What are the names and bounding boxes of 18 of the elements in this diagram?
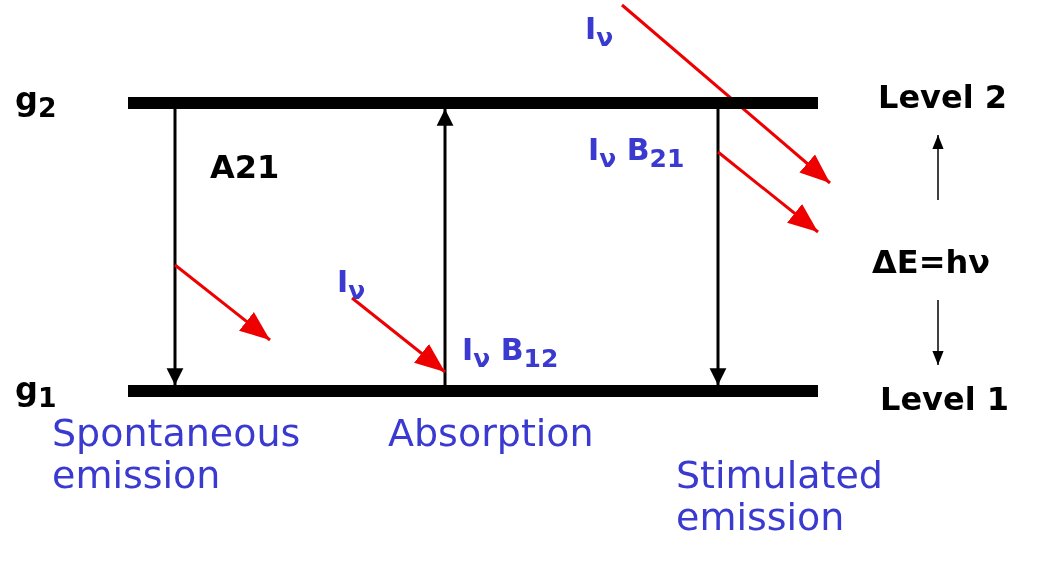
process-label: Spontaneous emission: [52, 413, 302, 497]
level-label: g$_{2}$: [15, 82, 57, 123]
energy-level-bar: [128, 385, 818, 397]
edge-label: I$_{ν}$ B$_{21}$: [588, 133, 685, 173]
process-label: Absorption: [388, 413, 594, 455]
energy-level-bar: [128, 97, 818, 109]
transition-arrow: [436, 108, 454, 385]
level-label: Level 2: [878, 80, 1008, 116]
transition-arrow: [166, 109, 184, 386]
edge-label: A21: [210, 150, 280, 186]
intensity-label: I$_{ν}$: [337, 265, 366, 305]
transition-arrow: [709, 109, 727, 386]
level-label: g$_{1}$: [15, 372, 57, 413]
edge-label: I$_{ν}$ B$_{12}$: [462, 333, 559, 373]
process-label: Stimulated emission: [676, 455, 884, 539]
energy-equation: ΔE=hν: [872, 245, 990, 281]
level-label: Level 1: [880, 382, 1010, 418]
intensity-label: I$_{ν}$: [585, 12, 614, 52]
